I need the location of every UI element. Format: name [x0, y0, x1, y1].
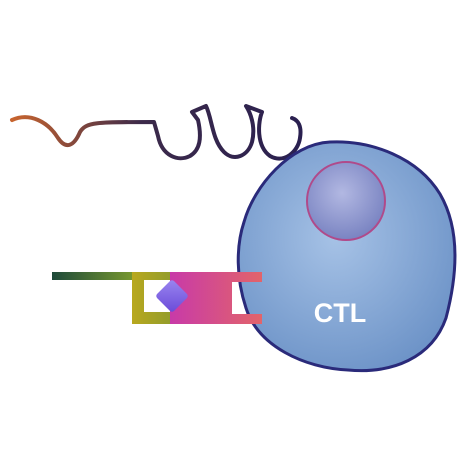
t-cell-receptor — [170, 272, 262, 324]
ctl-label: CTL — [314, 298, 366, 328]
ctl-cell-body — [236, 140, 457, 373]
mhc-tcr-complex — [52, 272, 262, 324]
peptide-strand — [10, 104, 303, 161]
ctl-cell: CTL — [236, 140, 457, 373]
peptide-strand-path — [10, 104, 303, 161]
antigen-diamond — [156, 280, 188, 312]
ctl-nucleus — [306, 161, 386, 241]
mhc-groove — [132, 272, 178, 324]
